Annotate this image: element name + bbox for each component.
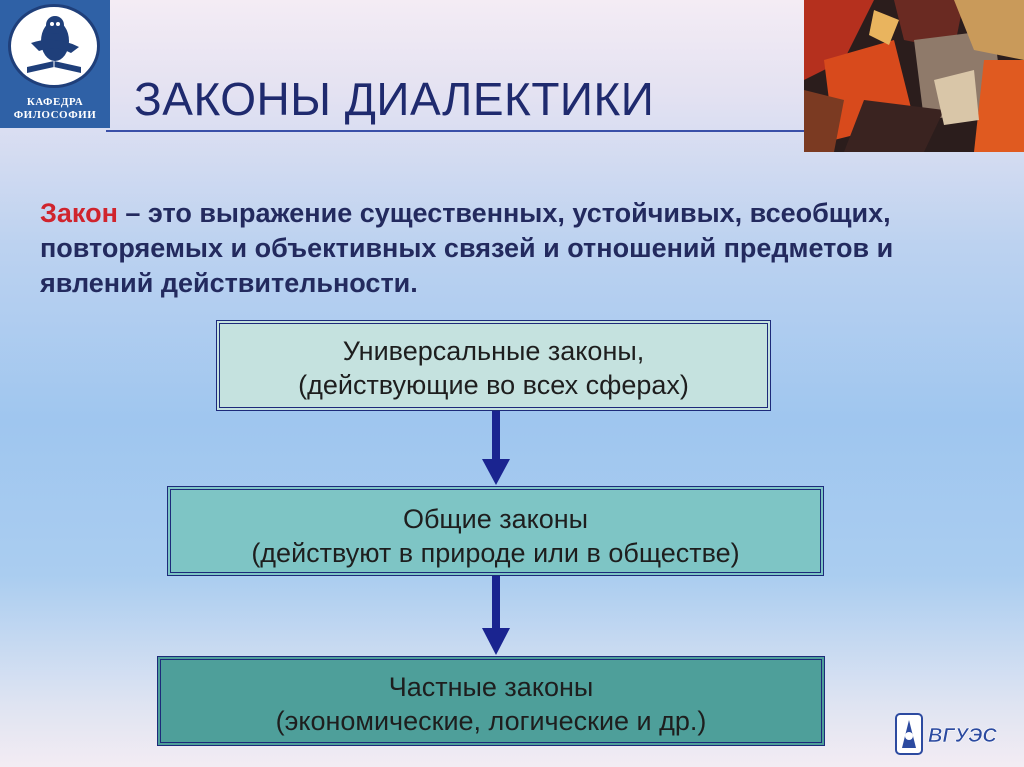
particular-laws-note: (экономические, логические и др.) (275, 706, 707, 736)
particular-laws-box: Частные законы (экономические, логически… (157, 656, 825, 746)
particular-laws-title: Частные законы (388, 672, 594, 702)
logo-line-1: КАФЕДРА (26, 96, 84, 108)
general-laws-title: Общие законы (402, 504, 589, 534)
department-logo-text: КАФЕДРА ФИЛОСОФИИ (0, 96, 110, 122)
university-logo-text: ВГУЭС (928, 725, 997, 747)
owl-book-icon (8, 4, 100, 88)
definition-term: Закон (40, 198, 118, 228)
definition-text: – это выражение существенных, устойчивых… (40, 198, 894, 298)
law-definition: Закон – это выражение существенных, усто… (40, 196, 990, 301)
university-emblem-icon (895, 713, 923, 755)
arrow-down-icon (482, 411, 510, 485)
page-title: ЗАКОНЫ ДИАЛЕКТИКИ (134, 73, 655, 125)
universal-laws-note: (действующие во всех сферах) (298, 370, 689, 400)
universal-laws-title: Универсальные законы, (342, 336, 645, 366)
logo-line-2: ФИЛОСОФИИ (13, 109, 97, 121)
university-logo: ВГУЭС (892, 710, 1007, 758)
universal-laws-box: Универсальные законы, (действующие во вс… (216, 320, 771, 411)
department-logo: КАФЕДРА ФИЛОСОФИИ (0, 0, 110, 128)
general-laws-note: (действуют в природе или в обществе) (251, 538, 740, 568)
arrow-down-icon (482, 576, 510, 655)
abstract-painting-image (804, 0, 1024, 152)
title-underline (106, 130, 806, 132)
general-laws-box: Общие законы (действуют в природе или в … (167, 486, 824, 576)
